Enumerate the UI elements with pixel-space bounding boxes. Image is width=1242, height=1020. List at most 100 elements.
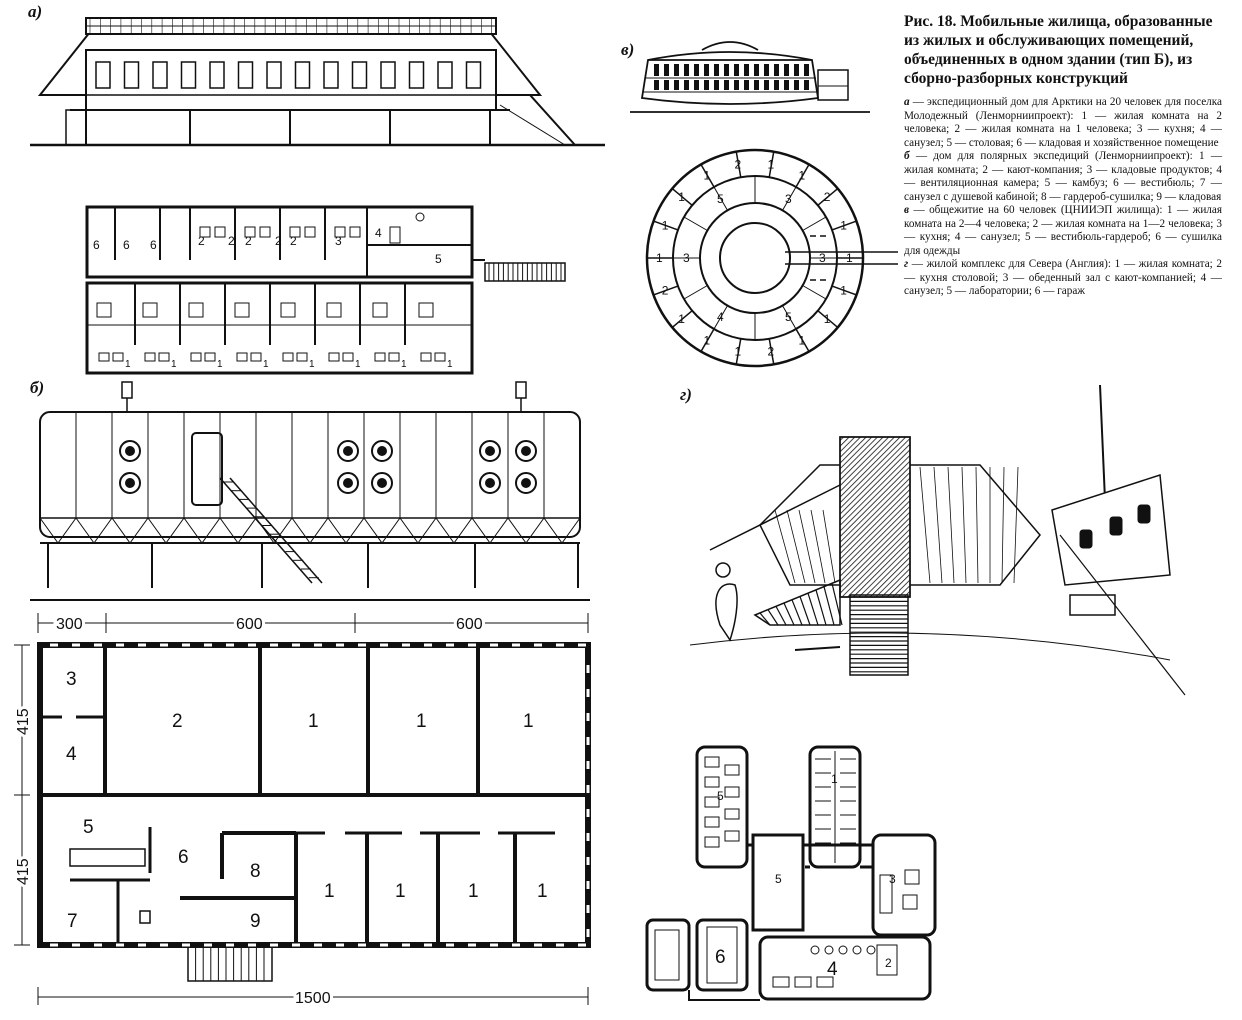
window [465, 61, 482, 89]
room-label: 1 [171, 359, 177, 370]
dim-600-b: 600 [456, 616, 483, 633]
dim-415-a: 415 [15, 708, 32, 735]
caption-letter: г [904, 258, 909, 270]
room-label: 1 [263, 359, 269, 370]
floor-plan-g: 5 1 5 3 4 2 6 [645, 745, 937, 1001]
room-2-kitchen: 2 [885, 956, 892, 970]
dim-600-a: 600 [236, 616, 263, 633]
window [1137, 504, 1151, 524]
room-label: 1 [704, 169, 711, 183]
room-1: 1 [523, 711, 534, 732]
room-label: 6 [123, 238, 130, 252]
panel-label-b: б) [30, 378, 45, 397]
room-1: 1 [537, 881, 548, 902]
window [1109, 516, 1123, 536]
floor-plan-b: 300 600 600 415 415 1500 3 4 2 1 1 1 5 6… [12, 613, 591, 1010]
dim-1500: 1500 [295, 990, 331, 1007]
panel-label-v: в) [621, 40, 635, 59]
window [380, 61, 396, 89]
room-label: 1 [735, 345, 742, 359]
caption-item-b: б — дом для полярных экспедиций (Ленморн… [904, 150, 1222, 204]
room-label: 2 [290, 234, 297, 248]
window [266, 61, 282, 89]
room-label: 2 [245, 234, 252, 248]
caption-item-v: в — общежитие на 60 человек (ЦНИИЭП жили… [904, 204, 1222, 258]
room-5-lab: 5 [717, 789, 724, 803]
caption-letter: б [904, 150, 910, 162]
room-1: 1 [395, 881, 406, 902]
room-5: 5 [83, 817, 94, 838]
window [152, 61, 168, 89]
room-label: 1 [217, 359, 223, 370]
room-label: 1 [840, 219, 847, 233]
room-label: 1 [125, 359, 131, 370]
elevation-b [30, 381, 590, 601]
room-3: 3 [66, 669, 77, 690]
figure-caption: Рис. 18. Мобильные жилища, образованные … [904, 12, 1222, 299]
room-label: 2 [824, 190, 831, 204]
room-label: 2 [735, 157, 742, 171]
perspective-g [689, 384, 1186, 696]
room-label: 5 [785, 310, 792, 324]
room-2: 2 [172, 711, 183, 732]
room-label: 1 [767, 157, 774, 171]
room-label: 4 [717, 310, 724, 324]
room-label: 2 [275, 234, 282, 248]
room-label: 1 [799, 169, 806, 183]
window [180, 61, 197, 89]
caption-item-a: а — экспедиционный дом для Арктики на 20… [904, 96, 1222, 150]
room-label: 2 [198, 234, 205, 248]
room-8: 8 [250, 861, 261, 882]
window [209, 61, 225, 89]
room-4: 4 [66, 744, 77, 765]
room-1: 1 [468, 881, 479, 902]
elevation-a [30, 17, 605, 147]
room-label: 1 [846, 251, 853, 265]
room-1: 1 [416, 711, 427, 732]
room-label: 1 [401, 359, 407, 370]
room-5-lab-b: 5 [775, 872, 782, 886]
window [408, 61, 425, 89]
room-label: 1 [824, 312, 831, 326]
room-label: 3 [785, 192, 792, 206]
room-label: 6 [150, 238, 157, 252]
room-3-dining: 3 [889, 872, 896, 886]
room-label: 3 [335, 234, 342, 248]
window [437, 61, 453, 89]
caption-title: Рис. 18. Мобильные жилища, образованные … [904, 13, 1213, 87]
room-label: 1 [656, 251, 663, 265]
room-label: 1 [309, 359, 315, 370]
panel-label-g: г) [680, 385, 692, 404]
dim-415-b: 415 [15, 858, 32, 885]
room-label: 1 [355, 359, 361, 370]
room-label: 5 [435, 252, 442, 266]
room-1: 1 [324, 881, 335, 902]
room-9: 9 [250, 911, 261, 932]
window [123, 61, 140, 89]
room-label: 4 [375, 226, 382, 240]
room-label: 1 [678, 190, 685, 204]
caption-letter: а [904, 96, 910, 108]
caption-item-g: г — жилой комплекс для Севера (Англия): … [904, 258, 1222, 299]
window [294, 61, 311, 89]
room-label: 3 [819, 251, 826, 265]
room-label: 1 [840, 283, 847, 297]
room-label: 1 [678, 312, 685, 326]
room-label: 1 [662, 219, 669, 233]
dim-300: 300 [56, 616, 83, 633]
room-1-dorm: 1 [831, 772, 838, 786]
room-label: 1 [704, 333, 711, 347]
window [1079, 529, 1093, 549]
room-4-sanitary: 4 [827, 959, 838, 980]
window [351, 61, 368, 89]
caption-letter: в [904, 204, 909, 216]
caption-text: — дом для полярных экспедиций (Ленморнии… [904, 150, 1223, 203]
window [323, 61, 339, 89]
panel-label-a: а) [28, 2, 43, 21]
room-label: 1 [799, 333, 806, 347]
room-label: 2 [228, 234, 235, 248]
room-7: 7 [67, 911, 78, 932]
room-1: 1 [308, 711, 319, 732]
